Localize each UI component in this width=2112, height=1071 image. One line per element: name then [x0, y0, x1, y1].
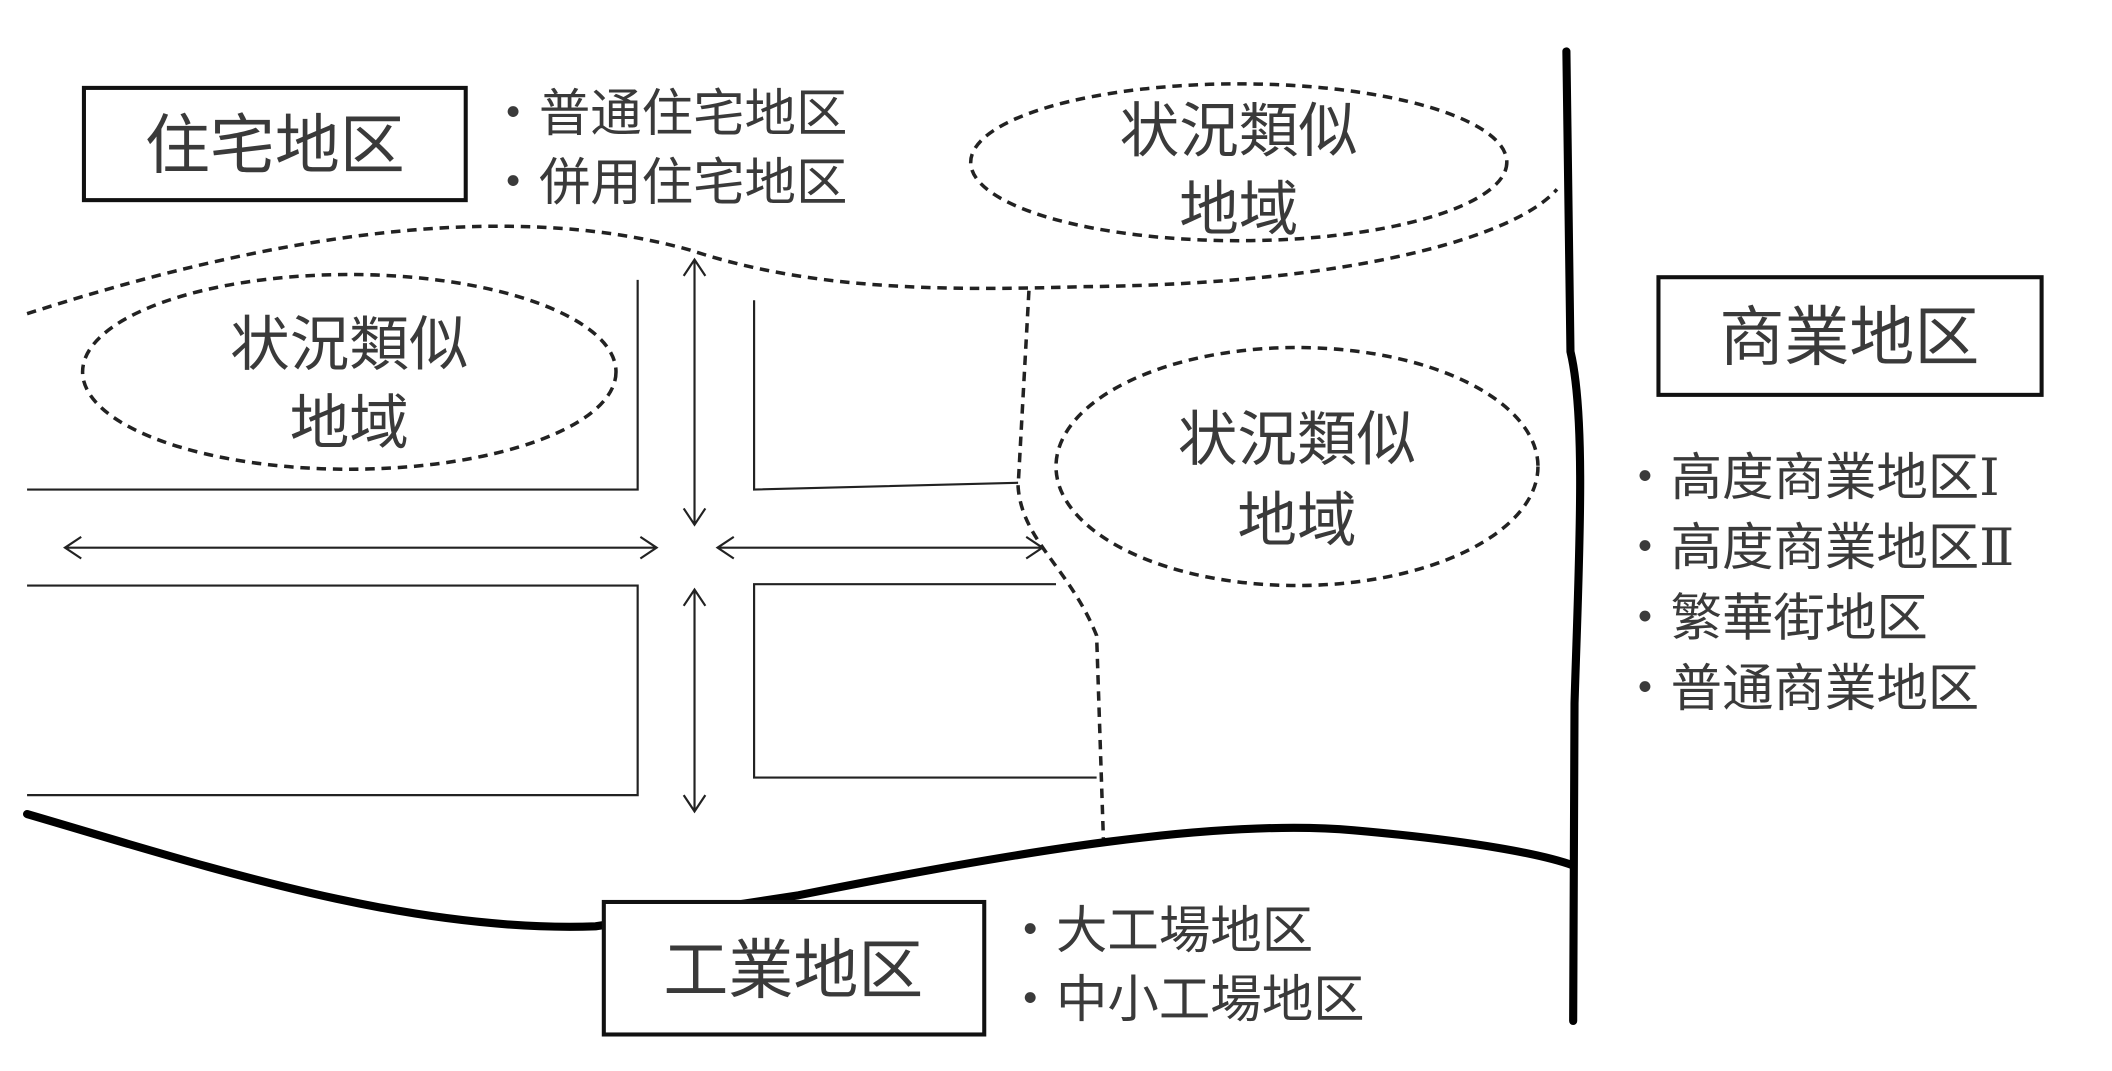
- residential-zone-label: 住宅地区 ・普通住宅地区 ・併用住宅地区: [81, 84, 847, 213]
- similar-area-label: 地域: [1179, 176, 1298, 245]
- similar-area-left: 状況類似 地域: [80, 272, 618, 471]
- similar-area-label: 状況類似: [230, 311, 468, 380]
- commercial-item: ・繁華街地区: [1619, 589, 1928, 649]
- industrial-boundary: [23, 810, 1578, 931]
- road-arrows: [63, 257, 1045, 814]
- commercial-item: ・高度商業地区Ⅰ: [1619, 448, 1999, 508]
- commercial-item: ・高度商業地区Ⅱ: [1619, 518, 2014, 578]
- residential-item: ・併用住宅地区: [487, 153, 847, 213]
- similar-area-label: 地域: [290, 390, 409, 459]
- commercial-zone-label: 商業地区 ・高度商業地区Ⅰ ・高度商業地区Ⅱ ・繁華街地区 ・普通商業地区: [1619, 275, 2044, 719]
- similar-area-label: 状況類似: [1178, 406, 1416, 475]
- commercial-title: 商業地区: [1719, 301, 1979, 376]
- similar-area-top: 状況類似 地域: [968, 82, 1509, 245]
- similar-area-label: 状況類似: [1120, 97, 1358, 166]
- industrial-title: 工業地区: [663, 934, 923, 1009]
- industrial-zone-label: 工業地区 ・大工場地区 ・中小工場地区: [601, 899, 1365, 1037]
- similar-area-right: 状況類似 地域: [1054, 345, 1540, 588]
- commercial-boundary: [1562, 47, 1585, 1026]
- residential-title: 住宅地区: [145, 109, 405, 184]
- similar-area-label: 地域: [1237, 487, 1356, 556]
- area-boundary-dashed: [1016, 290, 1106, 839]
- industrial-item: ・中小工場地区: [1005, 970, 1365, 1030]
- industrial-item: ・大工場地区: [1005, 901, 1314, 961]
- commercial-item: ・普通商業地区: [1619, 659, 1979, 719]
- city-blocks: [27, 279, 1097, 797]
- residential-boundary-dashed: [26, 188, 1559, 316]
- residential-item: ・普通住宅地区: [487, 84, 847, 144]
